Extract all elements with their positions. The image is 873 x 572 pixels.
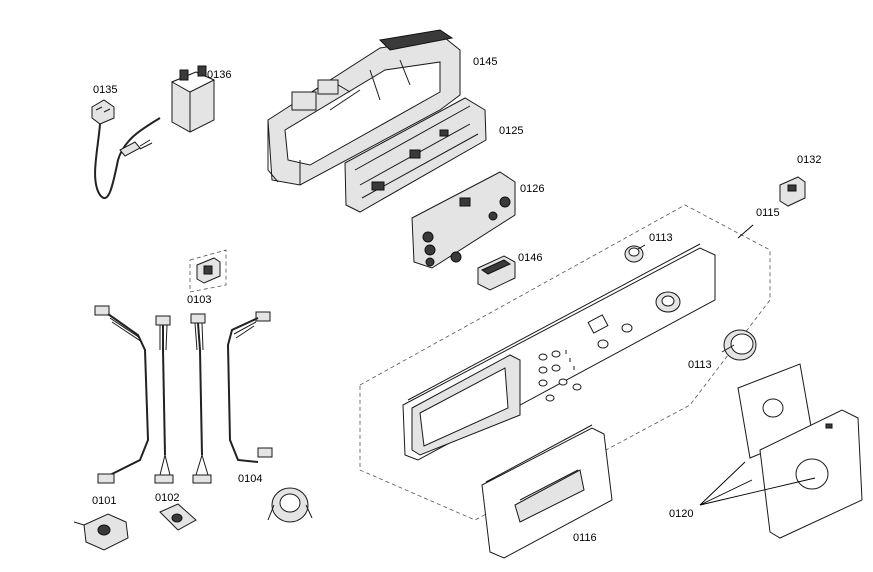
part-0103-connector — [189, 249, 227, 293]
part-0145-module-housing — [267, 29, 461, 186]
label-0120: 0120 — [669, 508, 693, 520]
part-0104-wire-harness — [226, 311, 273, 463]
label-0145: 0145 — [473, 56, 497, 68]
part-0125-main-pcb — [344, 97, 487, 213]
label-0113-right: 0113 — [688, 359, 712, 371]
label-0113-top: 0113 — [649, 232, 673, 244]
label-0116: 0116 — [573, 532, 597, 544]
part-0120-panel-covers — [737, 363, 863, 539]
part-0135-power-cable — [91, 99, 161, 199]
part-0115-control-panel — [402, 243, 716, 461]
part-0113-knob-right — [721, 329, 757, 361]
part-0102-wire-harness — [154, 313, 212, 484]
part-0132-clip — [779, 176, 806, 207]
label-0146: 0146 — [518, 252, 542, 264]
label-0104: 0104 — [238, 473, 262, 485]
part-0116-drawer-handle — [481, 424, 613, 559]
label-0125: 0125 — [499, 125, 523, 137]
label-0102: 0102 — [155, 492, 179, 504]
part-switch-right — [267, 487, 313, 523]
label-0101: 0101 — [92, 495, 116, 507]
label-0126: 0126 — [520, 183, 544, 195]
part-0113-knob-top — [624, 245, 644, 263]
label-0135: 0135 — [93, 84, 117, 96]
part-0146-indicator — [477, 255, 516, 291]
part-valve-left — [73, 513, 129, 551]
part-sensor-middle — [159, 503, 197, 531]
label-0103: 0103 — [187, 294, 211, 306]
part-0126-display-pcb — [411, 171, 516, 269]
label-0132: 0132 — [797, 154, 821, 166]
label-0136: 0136 — [207, 69, 231, 81]
label-0115: 0115 — [756, 207, 780, 219]
part-0101-wire-harness — [94, 305, 150, 484]
part-0136-filter — [170, 65, 216, 133]
leader-lines — [637, 224, 816, 506]
